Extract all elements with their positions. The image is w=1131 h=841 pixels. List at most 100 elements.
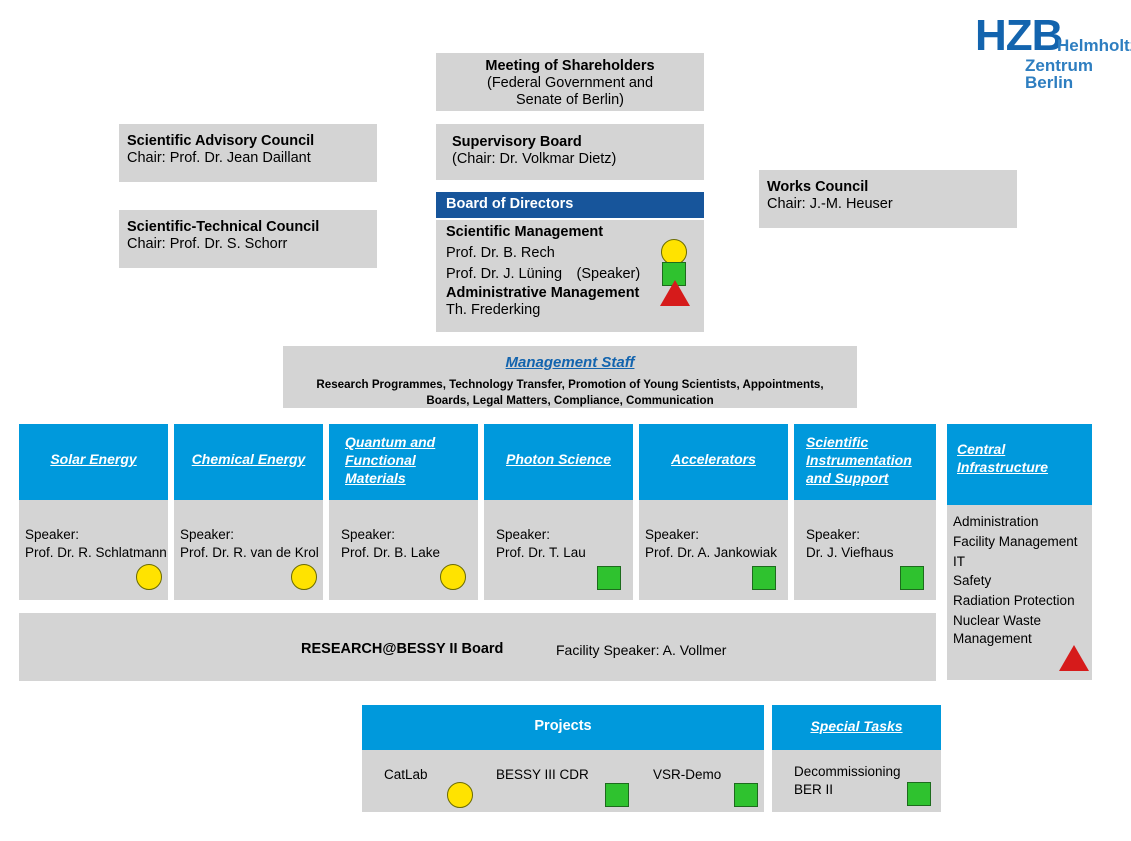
speaker-name: Prof. Dr. A. Jankowiak xyxy=(645,544,778,560)
management-staff-line1: Research Programmes, Technology Transfer… xyxy=(316,378,824,391)
speaker-name: Prof. Dr. B. Lake xyxy=(341,544,441,560)
department-title[interactable]: Quantum and Functional Materials xyxy=(345,434,436,487)
supervisory-board-title: Supervisory Board xyxy=(452,134,582,150)
department-header-accelerators: Accelerators xyxy=(639,424,788,500)
works-council-title: Works Council xyxy=(767,179,869,195)
speaker-label: Speaker: xyxy=(341,527,396,542)
board-of-directors-box: Scientific Management Prof. Dr. B. Rech … xyxy=(436,220,704,332)
department-header-photon-science: Photon Science xyxy=(484,424,633,500)
scientific-technical-council-subtitle: Chair: Prof. Dr. S. Schorr xyxy=(127,236,288,253)
research-bessy-board-bar: RESEARCH@BESSY II Board Facility Speaker… xyxy=(19,613,936,681)
marker-green-square-icon xyxy=(752,566,776,590)
board-of-directors-header-label: Board of Directors xyxy=(446,196,574,212)
speaker-label: Speaker: xyxy=(645,527,700,542)
speaker-label: Speaker: xyxy=(180,527,235,542)
research-bessy-board-label: RESEARCH@BESSY II Board xyxy=(301,641,504,657)
department-body-solar-energy: Speaker: Prof. Dr. R. Schlatmann xyxy=(19,500,168,600)
central-infrastructure-item: Nuclear Waste Management xyxy=(953,613,1042,646)
research-bessy-board-speaker: Facility Speaker: A. Vollmer xyxy=(556,642,727,658)
central-infrastructure-item: Administration xyxy=(953,514,1039,529)
marker-yellow-circle-icon xyxy=(661,239,687,266)
hzb-logo-mark: HZB xyxy=(975,11,1063,60)
projects-body: CatLab BESSY III CDR VSR-Demo xyxy=(362,750,764,812)
marker-yellow-circle-icon xyxy=(136,564,162,590)
marker-yellow-circle-icon xyxy=(440,564,466,590)
scientific-advisory-council-box: Scientific Advisory Council Chair: Prof.… xyxy=(119,124,377,182)
projects-header: Projects xyxy=(362,705,764,750)
special-tasks-title[interactable]: Special Tasks xyxy=(810,718,903,734)
central-infrastructure-body: Administration Facility Management IT Sa… xyxy=(947,505,1092,680)
department-title[interactable]: Chemical Energy xyxy=(191,451,306,467)
marker-green-square-icon xyxy=(605,783,629,807)
project-item-label[interactable]: CatLab xyxy=(384,767,428,782)
department-header-scientific-instrumentation-and-support: Scientific Instrumentation and Support xyxy=(794,424,936,500)
projects-title: Projects xyxy=(534,718,592,734)
marker-green-square-icon xyxy=(907,782,931,806)
scientific-management-label: Scientific Management xyxy=(446,224,604,240)
department-header-solar-energy: Solar Energy xyxy=(19,424,168,500)
project-item-label[interactable]: BESSY III CDR xyxy=(496,767,589,782)
department-body-accelerators: Speaker: Prof. Dr. A. Jankowiak xyxy=(639,500,788,600)
board-member-row: Prof. Dr. J. Lüning (Speaker) xyxy=(436,262,704,287)
special-task-line2: BER II xyxy=(794,782,834,797)
special-tasks-header: Special Tasks xyxy=(772,705,941,750)
management-staff-line2: Boards, Legal Matters, Compliance, Commu… xyxy=(426,393,714,407)
administrative-management-row: Administrative Management Th. Frederking xyxy=(436,280,704,319)
hzb-logo-line1: Helmholtz xyxy=(1057,36,1131,55)
administrative-management-name: Th. Frederking xyxy=(446,302,541,319)
management-staff-box: Management Staff Research Programmes, Te… xyxy=(283,346,857,408)
board-member-speaker-tag: (Speaker) xyxy=(576,266,641,283)
department-body-photon-science: Speaker: Prof. Dr. T. Lau xyxy=(484,500,633,600)
special-tasks-body: Decommissioning BER II xyxy=(772,750,941,812)
supervisory-board-subtitle: (Chair: Dr. Volkmar Dietz) xyxy=(452,151,617,168)
central-infrastructure-item: Radiation Protection xyxy=(953,593,1075,609)
central-infrastructure-title[interactable]: Central Infrastructure xyxy=(957,441,1049,476)
board-member-row: Prof. Dr. B. Rech xyxy=(436,239,704,266)
scientific-advisory-council-title: Scientific Advisory Council xyxy=(127,133,315,149)
marker-green-square-icon xyxy=(597,566,621,590)
department-body-scientific-instrumentation-and-support: Speaker: Dr. J. Viefhaus xyxy=(794,500,936,600)
scientific-advisory-council-subtitle: Chair: Prof. Dr. Jean Daillant xyxy=(127,150,311,167)
central-infrastructure-item: Facility Management xyxy=(953,533,1078,549)
board-member-name: Prof. Dr. B. Rech xyxy=(446,245,555,262)
department-body-chemical-energy: Speaker: Prof. Dr. R. van de Krol xyxy=(174,500,323,600)
board-member-name: Prof. Dr. J. Lüning xyxy=(446,266,563,283)
scientific-technical-council-box: Scientific-Technical Council Chair: Prof… xyxy=(119,210,377,268)
speaker-label: Speaker: xyxy=(25,527,80,542)
shareholders-line1: (Federal Government and xyxy=(486,75,654,92)
marker-green-square-icon xyxy=(900,566,924,590)
works-council-box: Works Council Chair: J.-M. Heuser xyxy=(759,170,1017,228)
marker-green-square-icon xyxy=(734,783,758,807)
marker-yellow-circle-icon xyxy=(291,564,317,590)
department-header-chemical-energy: Chemical Energy xyxy=(174,424,323,500)
management-staff-title[interactable]: Management Staff xyxy=(505,354,635,371)
special-task-line1: Decommissioning xyxy=(794,764,901,779)
speaker-label: Speaker: xyxy=(496,527,551,542)
central-infrastructure-header: Central Infrastructure xyxy=(947,424,1092,505)
department-title[interactable]: Photon Science xyxy=(505,451,612,467)
shareholders-title: Meeting of Shareholders xyxy=(485,58,655,74)
central-infrastructure-item: Safety xyxy=(953,573,992,589)
speaker-name: Prof. Dr. R. Schlatmann xyxy=(25,544,167,560)
department-body-quantum-and-functional-materials: Speaker: Prof. Dr. B. Lake xyxy=(329,500,478,600)
marker-red-triangle-icon xyxy=(660,280,690,307)
department-title[interactable]: Accelerators xyxy=(671,451,756,467)
marker-yellow-circle-icon xyxy=(447,782,473,808)
works-council-subtitle: Chair: J.-M. Heuser xyxy=(767,196,893,213)
speaker-label: Speaker: xyxy=(806,527,861,542)
central-infrastructure-item: IT xyxy=(953,553,965,569)
supervisory-board-box: Supervisory Board (Chair: Dr. Volkmar Di… xyxy=(436,124,704,180)
speaker-name: Dr. J. Viefhaus xyxy=(806,544,894,560)
administrative-management-label: Administrative Management xyxy=(446,285,640,302)
department-title[interactable]: Solar Energy xyxy=(50,451,137,467)
board-of-directors-header: Board of Directors xyxy=(436,192,704,218)
department-title[interactable]: Scientific Instrumentation and Support xyxy=(806,434,912,487)
project-item-label[interactable]: VSR-Demo xyxy=(653,767,722,782)
speaker-name: Prof. Dr. T. Lau xyxy=(496,544,586,560)
meeting-of-shareholders-box: Meeting of Shareholders (Federal Governm… xyxy=(436,53,704,111)
shareholders-line2: Senate of Berlin) xyxy=(515,92,624,109)
speaker-name: Prof. Dr. R. van de Krol xyxy=(180,544,319,560)
marker-red-triangle-icon xyxy=(1059,645,1089,671)
department-header-quantum-and-functional-materials: Quantum and Functional Materials xyxy=(329,424,478,500)
